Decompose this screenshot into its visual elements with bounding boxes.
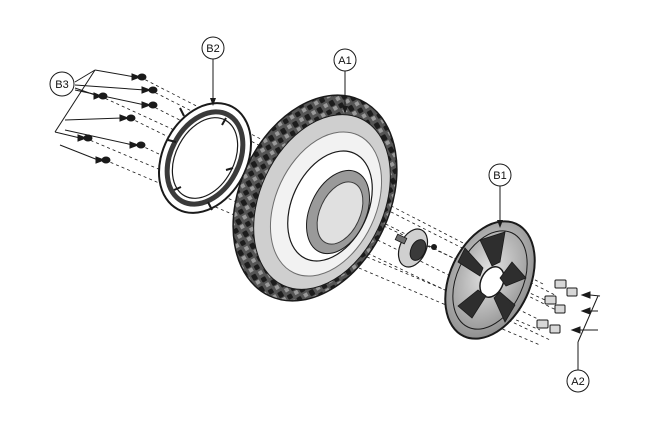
callout-b3-label: B3 — [55, 79, 68, 91]
a2-nuts — [536, 279, 601, 343]
callout-arrowheads — [210, 98, 503, 228]
rim-half-b1 — [444, 220, 536, 340]
callout-leaders — [212, 59, 579, 370]
callout-b2-label: B2 — [206, 43, 219, 55]
callout-b2: B2 — [201, 36, 225, 60]
callout-a1: A1 — [333, 48, 357, 72]
callout-a2-label: A2 — [571, 376, 584, 388]
callout-a2: A2 — [566, 369, 590, 393]
tire-a1 — [232, 94, 398, 302]
callout-a1-label: A1 — [338, 55, 351, 67]
rim-half-b2 — [157, 102, 253, 214]
callout-b3: B3 — [49, 71, 75, 97]
callout-b1: B1 — [488, 163, 512, 187]
hub — [394, 228, 437, 268]
callout-b1-label: B1 — [493, 170, 506, 182]
b3-bolts — [54, 69, 158, 164]
